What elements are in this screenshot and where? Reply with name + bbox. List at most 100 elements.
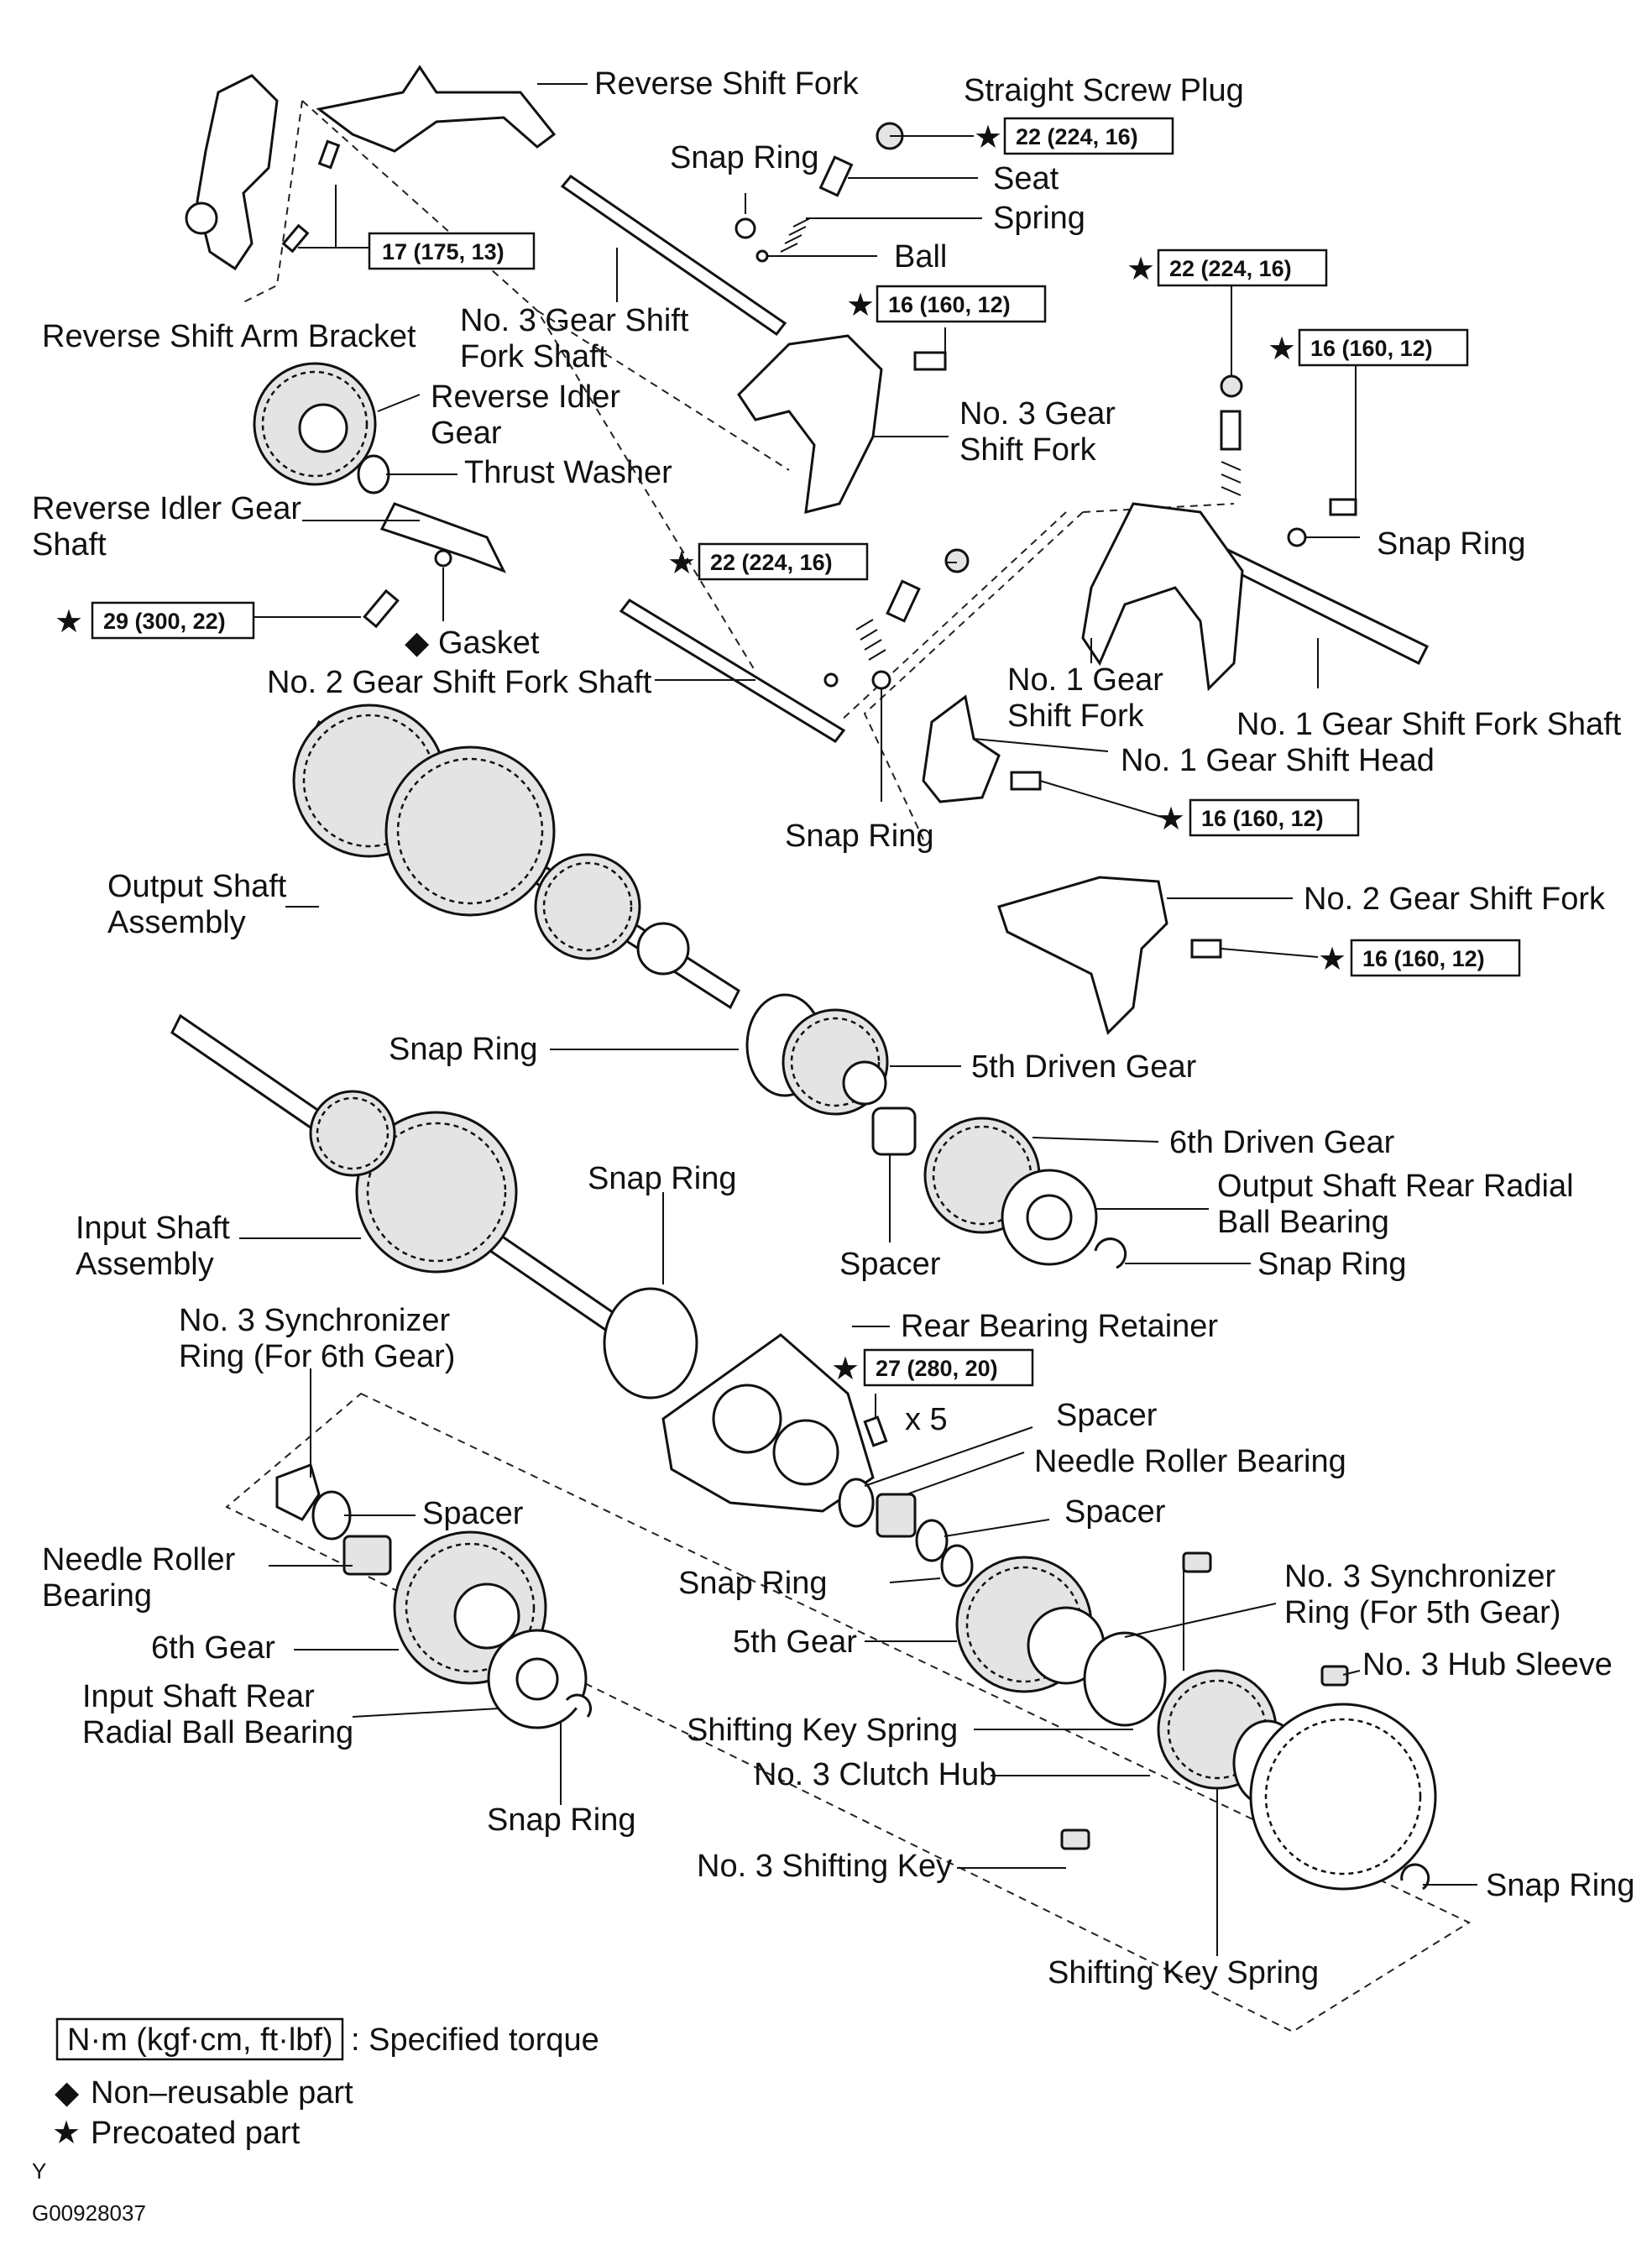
- label-spacer-retainer-2: Spacer: [1064, 1494, 1166, 1530]
- star-icon: ★: [52, 2116, 81, 2151]
- torque-value: 16 (160, 12): [1362, 946, 1485, 971]
- label-spacer-left: Spacer: [422, 1496, 524, 1531]
- torque-value: 16 (160, 12): [888, 292, 1011, 317]
- legend-unit-desc: : Specified torque: [351, 2022, 599, 2058]
- star-icon: ★: [1268, 332, 1296, 367]
- star-icon: ★: [1127, 252, 1155, 287]
- label-sync-ring-6th-1: No. 3 Synchronizer: [179, 1303, 450, 1338]
- label-times-five: x 5: [905, 1402, 948, 1437]
- label-reverse-shift-arm-bracket: Reverse Shift Arm Bracket: [42, 319, 416, 354]
- label-shifting-key-spring-lower: Shifting Key Spring: [1048, 1955, 1319, 1991]
- figure-code: G00928037: [32, 2200, 146, 2226]
- label-needle-bearing-left-1: Needle Roller: [42, 1542, 236, 1577]
- legend-unit-box: [55, 2017, 344, 2061]
- label-no3-hub-sleeve: No. 3 Hub Sleeve: [1362, 1647, 1613, 1682]
- label-input-bearing-1: Input Shaft Rear: [82, 1679, 315, 1714]
- label-6th-gear: 6th Gear: [151, 1630, 275, 1666]
- star-icon: ★: [831, 1352, 860, 1387]
- label-snap-ring-5th: Snap Ring: [678, 1566, 827, 1601]
- label-no3-clutch-hub: No. 3 Clutch Hub: [754, 1757, 996, 1792]
- star-icon: ★: [55, 604, 83, 640]
- label-thrust-washer: Thrust Washer: [464, 455, 672, 490]
- torque-head1-bolt: ★ 16 (160, 12): [1157, 798, 1360, 837]
- label-snap-ring-output: Snap Ring: [389, 1032, 537, 1067]
- legend-unit: N·m (kgf·cm, ft·lbf): [67, 2022, 333, 2058]
- label-no3-shift-fork-1: No. 3 Gear: [959, 396, 1116, 432]
- label-sync-ring-5th-1: No. 3 Synchronizer: [1284, 1559, 1555, 1594]
- label-snap-ring-mid: Snap Ring: [785, 819, 933, 854]
- label-needle-bearing-left-2: Bearing: [42, 1578, 152, 1614]
- torque-fork3-bolt: ★ 16 (160, 12): [846, 285, 1047, 323]
- torque-value: 17 (175, 13): [382, 239, 504, 264]
- label-input-shaft-2: Assembly: [76, 1247, 214, 1282]
- label-snap-ring-input-top: Snap Ring: [588, 1161, 736, 1196]
- legend-nonreusable: Non–reusable part: [91, 2075, 353, 2111]
- torque-bracket-bolt: 17 (175, 13): [368, 232, 536, 270]
- label-idler-gear-shaft-2: Shaft: [32, 527, 107, 562]
- torque-plug-top: ★ 22 (224, 16): [974, 117, 1174, 155]
- legend-precoated: Precoated part: [91, 2116, 301, 2151]
- part-labels: Reverse Shift Fork Straight Screw Plug S…: [32, 66, 1634, 1991]
- torque-plug-mid: ★ 22 (224, 16): [667, 542, 869, 581]
- torque-value: 16 (160, 12): [1201, 806, 1324, 831]
- label-no3-fork-shaft-1: No. 3 Gear Shift: [460, 303, 689, 338]
- label-input-shaft-1: Input Shaft: [76, 1211, 230, 1246]
- label-seat: Seat: [993, 161, 1059, 196]
- star-icon: ★: [667, 546, 696, 581]
- label-snap-ring-output-bearing: Snap Ring: [1257, 1247, 1406, 1282]
- label-snap-ring-hub: Snap Ring: [1486, 1868, 1634, 1903]
- label-output-bearing-1: Output Shaft Rear Radial: [1217, 1169, 1574, 1204]
- label-spacer-retainer-1: Spacer: [1056, 1398, 1158, 1433]
- label-spacer-output: Spacer: [839, 1247, 941, 1282]
- torque-value: 16 (160, 12): [1310, 336, 1433, 361]
- part-shapes: [170, 65, 1437, 1891]
- label-shifting-key-spring-upper: Shifting Key Spring: [687, 1713, 958, 1748]
- label-no1-shift-head: No. 1 Gear Shift Head: [1121, 743, 1435, 778]
- label-gasket: Gasket: [438, 625, 540, 661]
- torque-retainer-bolt: ★ 27 (280, 20): [831, 1348, 1034, 1387]
- leader-lines: [239, 83, 1477, 1956]
- label-no2-shift-fork: No. 2 Gear Shift Fork: [1304, 882, 1606, 917]
- star-icon: ★: [974, 120, 1002, 155]
- label-idler-gear-shaft-1: Reverse Idler Gear: [32, 491, 301, 526]
- torque-plug-right: ★ 22 (224, 16): [1127, 248, 1328, 287]
- label-5th-gear: 5th Gear: [733, 1624, 857, 1660]
- label-straight-screw-plug: Straight Screw Plug: [964, 73, 1244, 108]
- label-output-shaft-1: Output Shaft: [107, 869, 287, 904]
- torque-fork2-bolt: ★ 16 (160, 12): [1318, 939, 1521, 977]
- label-output-bearing-2: Ball Bearing: [1217, 1205, 1389, 1240]
- label-sync-ring-5th-2: Ring (For 5th Gear): [1284, 1595, 1561, 1630]
- label-no3-shift-fork-2: Shift Fork: [959, 432, 1097, 468]
- label-ball: Ball: [894, 239, 947, 275]
- label-reverse-idler-gear-1: Reverse Idler: [431, 379, 620, 415]
- star-icon: ★: [1157, 802, 1185, 837]
- label-reverse-idler-gear-2: Gear: [431, 416, 502, 451]
- label-input-bearing-2: Radial Ball Bearing: [82, 1715, 353, 1750]
- label-snap-ring-top: Snap Ring: [670, 140, 818, 175]
- label-no2-fork-shaft: No. 2 Gear Shift Fork Shaft: [267, 665, 652, 700]
- torque-value: 22 (224, 16): [1016, 124, 1138, 149]
- label-snap-ring-left: Snap Ring: [487, 1802, 635, 1838]
- diamond-icon: ◆: [55, 2075, 80, 2111]
- torque-callouts: ★ 22 (224, 16) 17 (175, 13) ★ 16 (160, 1…: [55, 117, 1521, 1387]
- star-icon: ★: [1318, 942, 1346, 977]
- label-no3-shifting-key: No. 3 Shifting Key: [697, 1849, 952, 1884]
- torque-idler-bolt: ★ 29 (300, 22): [55, 601, 255, 640]
- code-y: Y: [32, 2158, 46, 2184]
- label-reverse-shift-fork: Reverse Shift Fork: [594, 66, 860, 102]
- label-spring: Spring: [993, 201, 1085, 236]
- torque-value: 27 (280, 20): [876, 1356, 998, 1381]
- label-no3-fork-shaft-2: Fork Shaft: [460, 339, 608, 374]
- label-needle-bearing-right: Needle Roller Bearing: [1034, 1444, 1346, 1479]
- label-output-shaft-2: Assembly: [107, 905, 246, 940]
- label-6th-driven-gear: 6th Driven Gear: [1169, 1125, 1395, 1160]
- label-5th-driven-gear: 5th Driven Gear: [971, 1049, 1197, 1085]
- label-sync-ring-6th-2: Ring (For 6th Gear): [179, 1339, 455, 1374]
- torque-fork1-bolt: ★ 16 (160, 12): [1268, 328, 1469, 367]
- diamond-gasket: ◆: [405, 625, 430, 661]
- label-no1-fork-shaft: No. 1 Gear Shift Fork Shaft: [1236, 707, 1622, 742]
- label-no1-shift-fork-2: Shift Fork: [1007, 698, 1145, 734]
- torque-value: 22 (224, 16): [710, 550, 833, 575]
- label-snap-ring-right: Snap Ring: [1377, 526, 1525, 562]
